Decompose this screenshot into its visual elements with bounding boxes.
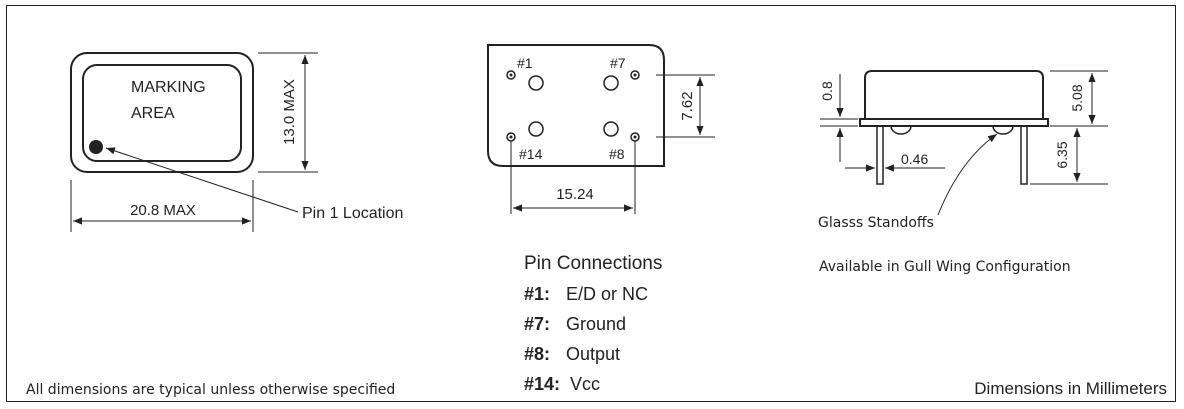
pin-connections-table: Pin Connections #1: E/D or NC #7: Ground…: [524, 253, 662, 394]
standoffs-leader-line: [937, 133, 998, 216]
glass-standoff-left: [890, 125, 912, 135]
pin-1-label: #1: [517, 55, 533, 71]
top-view: MARKING AREA Pin 1 Location 13.0 MAX 20.…: [70, 52, 403, 232]
vspacing-dimension-label: 7.62: [679, 91, 696, 120]
pin1-location-label: Pin 1 Location: [302, 205, 403, 222]
pin-connection-pin: #8:: [524, 344, 550, 364]
standoff-circle-bottom-left: [528, 121, 544, 137]
pin-1-pad: [506, 70, 516, 80]
pin-14-label: #14: [519, 146, 543, 162]
standoff-circle-bottom-right: [603, 121, 619, 137]
typical-dimensions-note: All dimensions are typical unless otherw…: [26, 382, 395, 398]
pin-connection-function: Vcc: [570, 374, 600, 394]
glass-standoffs-label: Glasss Standoffs: [818, 215, 934, 231]
lead-left: [876, 125, 884, 185]
lead-right: [1020, 125, 1028, 185]
marking-area-outline: [82, 64, 242, 162]
pin-1-center: [509, 73, 513, 77]
pin-8-center: [633, 135, 637, 139]
standoff-height-label: 0.8: [819, 81, 835, 101]
glass-standoff-right: [992, 125, 1014, 135]
marking-area-label-2: AREA: [131, 105, 175, 122]
pin-connection-pin: #1:: [524, 284, 550, 304]
gull-wing-note: Available in Gull Wing Configuration: [819, 259, 1071, 275]
width-dimension-label: 20.8 MAX: [130, 202, 196, 219]
pin-connections-title: Pin Connections: [524, 253, 662, 274]
pin-connection-function: E/D or NC: [566, 284, 648, 304]
bottom-package-outline: [487, 44, 665, 167]
pin-connection-pin: #7:: [524, 314, 550, 334]
pin-length-label: 6.35: [1054, 141, 1070, 168]
pin1-marker-dot: [89, 140, 103, 154]
pin-connection-function: Output: [566, 344, 620, 364]
pin-7-label: #7: [610, 55, 626, 71]
drawing-frame: [6, 5, 1176, 402]
side-view: 0.8 5.08 6.35 0.46 Glasss Standoffs Avai…: [818, 70, 1108, 275]
pin-diameter-label: 0.46: [901, 151, 928, 167]
pin1-leader-line: [105, 147, 299, 213]
height-dimension-label: 13.0 MAX: [281, 79, 298, 145]
package-body-outline: [864, 70, 1044, 119]
body-height-label: 5.08: [1069, 84, 1085, 111]
pin-7-center: [633, 73, 637, 77]
pin-7-pad: [630, 70, 640, 80]
standoff-circle-top-left: [528, 75, 544, 91]
hspacing-dimension-label: 15.24: [556, 186, 594, 203]
package-outline: [70, 52, 254, 173]
pin-14-center: [509, 135, 513, 139]
marking-area-label-1: MARKING: [131, 79, 206, 96]
package-base-flange: [859, 118, 1049, 127]
bottom-view: #1 #7 #14 #8 7.62 15.24: [487, 44, 715, 214]
pin-connection-function: Ground: [566, 314, 626, 334]
pin-8-label: #8: [609, 146, 625, 162]
pin-connection-pin: #14:: [524, 374, 560, 394]
units-note: Dimensions in Millimeters: [974, 379, 1167, 398]
standoff-circle-top-right: [603, 75, 619, 91]
